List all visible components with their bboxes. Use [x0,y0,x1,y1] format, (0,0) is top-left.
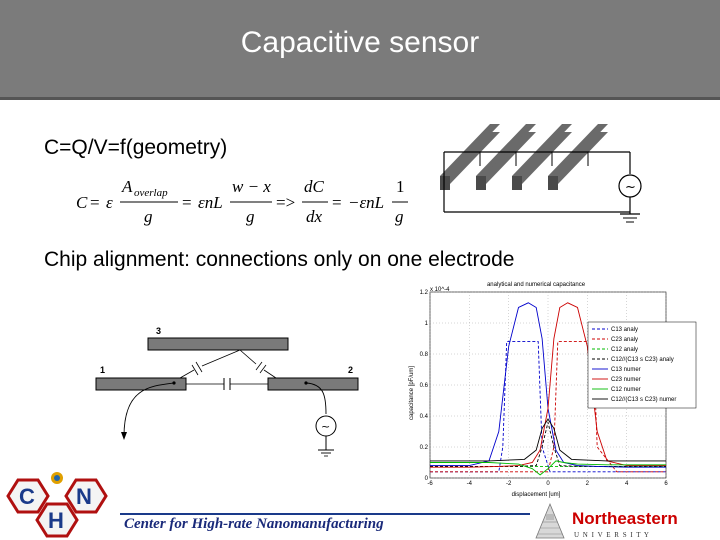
chart-series-line-4 [430,422,666,467]
chart-legend-label: C12 analy [611,347,638,353]
comb-fingers [440,124,608,190]
chart-ytick-label: 0.2 [420,445,429,451]
ac-source-symbol: ~ [625,180,636,195]
eq-w-minus-x: w − x [232,177,271,196]
chart-ytick-label: 1.2 [420,290,429,296]
chn-logo: C N H [6,472,108,538]
chart-series-line-8 [430,418,666,462]
electrode-label-3: 3 [156,326,161,336]
chart-series-line-6 [430,302,666,468]
chart-ytick-label: 0.8 [420,352,429,358]
chart-xlabel: displacement [um] [512,492,561,498]
chart-series-line-7 [430,460,666,476]
chart-ytick-label: 1 [425,321,429,327]
chart-legend-label: C12 numer [611,387,641,393]
chart-legend-box [587,321,697,409]
electrode-1 [95,377,187,391]
chart-xtick-label: -6 [427,481,433,487]
electrode-label-1: 1 [100,365,105,375]
chart-series-group [430,302,666,476]
eq-dc: dC [304,177,325,196]
northeastern-sub: U N I V E R S I T Y [574,531,650,539]
northeastern-logo: Northeastern U N I V E R S I T Y [535,502,678,539]
eq-enl: εnL [198,193,223,212]
northeastern-seal-icon [535,502,565,539]
slide-title: Capacitive sensor [240,26,480,59]
eq-one: 1 [396,177,405,196]
chart-xtick-label: 6 [664,481,668,487]
chart-series-line-2 [430,341,666,473]
eq-implies: => [276,193,295,212]
logo-letter-h: H [48,508,64,533]
electrode-label-2: 2 [348,365,353,375]
chart-ytick-label: 0 [425,476,429,482]
eq-gap-2: g [246,207,255,226]
chart-series-line-5 [430,302,666,468]
chart-xtick-label: 4 [625,481,629,487]
electrode-alignment-diagram: 3 1 2 ~ [95,326,359,457]
capacitor-23-icon [255,361,263,371]
bullet-chip-alignment: Chip alignment: connections only on one … [44,248,515,271]
chart-legend-label: C23 analy [611,337,638,343]
chart-ticks: -6 -4 -2 0 2 4 6 0 0.2 0.4 0.6 0.8 1 1.2 [420,290,669,487]
electrode-3 [147,337,289,351]
eq-lhs: C [76,193,88,212]
eq-epsilon: ε [106,193,113,212]
comb-electrode-illustration: ~ [440,124,642,223]
footer-text: Center for High-rate Nanomanufacturing [124,516,384,532]
eq-equals-1: = [90,193,100,212]
bullet-geometry: C=Q/V=f(geometry) [44,136,228,159]
chart-legend-label: C23 numer [611,377,641,383]
logo-letter-c: C [19,484,35,509]
chart-legend-label: C12//(C13 s C23) numer [611,397,676,403]
capacitor-13-icon [195,361,203,373]
chart-ylabel: capacitance [pF/um] [409,366,415,420]
chart-xtick-label: -4 [467,481,473,487]
eq-equals-3: = [332,193,342,212]
eq-gap-3: g [395,207,404,226]
chart-legend-label: C13 numer [611,367,641,373]
arrow-down-icon [121,432,127,440]
chart-ytick-label: 0.4 [420,414,429,420]
chart-xtick-label: 2 [586,481,590,487]
northeastern-name: Northeastern [572,509,678,528]
slide-header: Capacitive sensor [0,0,720,100]
chart-legend-label: C13 analy [611,327,638,333]
chart-xtick-label: -2 [506,481,512,487]
footer-divider [120,513,530,515]
chart-legend-label: C12//(C13 s C23) analy [611,357,674,363]
chart-xtick-label: 0 [546,481,550,487]
logo-letter-n: N [76,484,92,509]
eq-dx: dx [306,207,323,226]
eq-area: A [121,177,133,196]
chart-title: analytical and numerical capacitance [487,282,586,288]
capacitance-chart: analytical and numerical capacitance x 1… [409,282,697,498]
eq-area-sub: overlap [134,187,168,199]
eq-gap-1: g [144,207,153,226]
chart-ytick-label: 0.6 [420,383,429,389]
eq-neg-enl: −εnL [348,193,384,212]
chart-y-multiplier: x 10^-4 [430,287,450,293]
capacitance-equation: C = ε A overlap g = εnL w − x g => dC dx… [76,177,408,226]
eq-equals-2: = [182,193,192,212]
diagram-source-symbol: ~ [321,420,330,433]
